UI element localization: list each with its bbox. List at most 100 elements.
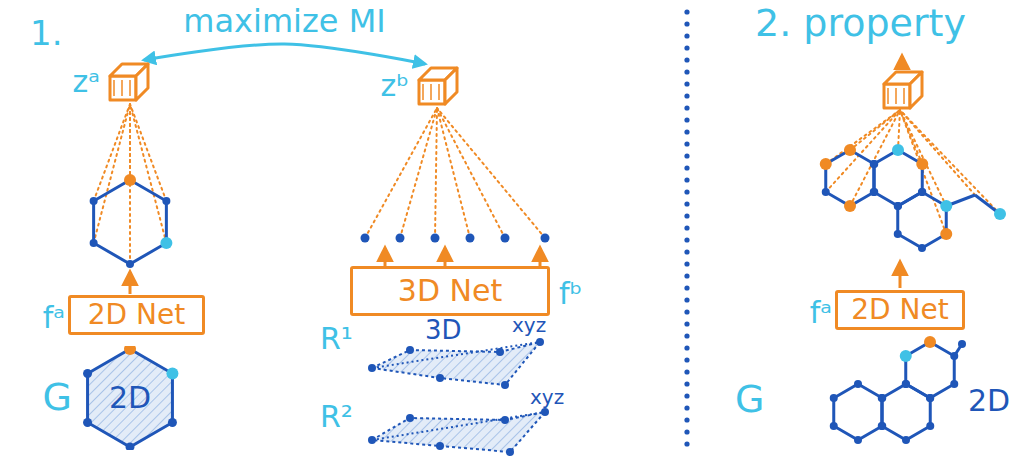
step-number: 1. (30, 14, 62, 53)
atom-dot (878, 394, 886, 402)
atom-dot (870, 188, 878, 196)
atom-dot (496, 348, 504, 356)
network-box: 3D Netfᵇ (350, 266, 550, 316)
molecule-graph (90, 104, 173, 294)
atom-dot (406, 346, 414, 354)
atom-dot (466, 234, 475, 243)
node-label: 2D Net (851, 294, 948, 326)
atom-dot (902, 380, 910, 388)
atom-dot (894, 202, 902, 210)
atom-dot (870, 188, 878, 196)
step-title: 2. property (755, 2, 966, 46)
atom-dot (900, 350, 912, 362)
atom-dot (501, 416, 509, 424)
up-arrow (129, 272, 132, 294)
conformer (368, 338, 544, 389)
atom-dot (844, 200, 856, 212)
atom-dot (820, 158, 832, 170)
atom-dot (950, 352, 958, 360)
atom-dot (958, 340, 966, 348)
atom-dot (368, 436, 376, 444)
graph-label: G (735, 378, 764, 422)
atom-dot (822, 188, 830, 196)
atom-dot (436, 374, 444, 382)
atom-dot (878, 422, 886, 430)
atom-dot (90, 197, 98, 205)
node-label: 2D Net (88, 299, 185, 331)
atom-dot (926, 394, 934, 402)
atom-dot (431, 234, 440, 243)
vector-bar (106, 62, 152, 102)
atom-dot (924, 336, 936, 348)
atom-dot (124, 346, 136, 355)
atom-dot (436, 442, 444, 450)
embedding-vector (884, 72, 922, 108)
input-graph: G2D (78, 346, 182, 450)
atom-dot (854, 436, 862, 444)
atom-dot (902, 436, 910, 444)
atom-dot (126, 260, 134, 268)
atom-dot (878, 394, 886, 402)
network-box: 2D Netfᵃ (68, 295, 205, 335)
symbol-label: fᵇ (559, 277, 582, 312)
atom-dot (926, 394, 934, 402)
atom-dot (90, 239, 98, 247)
molecule-graph (820, 56, 1006, 288)
molecule-graph (830, 336, 966, 444)
atom-dot (126, 443, 135, 451)
separator (684, 9, 689, 446)
edge-label: maximize MI (183, 3, 385, 40)
symbol-label: fᵃ (43, 301, 65, 336)
atom-dot (892, 144, 904, 156)
atom-dot (894, 202, 902, 210)
atom-dot (940, 200, 952, 212)
conformer-label: R² (320, 400, 353, 435)
mi-arrow (144, 44, 425, 64)
atom-dot (124, 174, 136, 186)
point-cloud (361, 108, 550, 266)
atom-dot (501, 234, 510, 243)
atom-dot (950, 380, 958, 388)
atom-dot (162, 197, 170, 205)
atom-dot (536, 338, 544, 346)
coordinate-label: xyz (530, 386, 564, 409)
atom-dot (994, 208, 1006, 220)
embedding-vector: zᵃ (106, 62, 152, 102)
coordinate-label: xyz (512, 314, 546, 337)
symbol-label: zᵃ (73, 65, 101, 100)
atom-dot (406, 414, 414, 422)
atom-dot (541, 234, 550, 243)
atom-dot (396, 234, 405, 243)
node-label: 2D (109, 381, 151, 416)
atom-dot (918, 188, 926, 196)
atom-dot (918, 188, 926, 196)
network-box: 2D Netfᵃ (835, 290, 965, 330)
vector-bar (415, 66, 461, 106)
atom-dot (916, 158, 928, 170)
conformer-label: R¹ (320, 322, 353, 357)
up-arrow (539, 248, 542, 266)
up-arrow (444, 248, 447, 266)
atom-dot (541, 408, 549, 416)
dimension-label: 2D (968, 384, 1010, 419)
up-arrow (901, 56, 904, 70)
atom-dot (918, 244, 926, 252)
up-arrow (899, 262, 902, 288)
atom-dot (854, 380, 862, 388)
atom-dot (506, 448, 514, 456)
atom-dot (368, 364, 376, 372)
atom-dot (83, 369, 92, 378)
atom-dot (830, 422, 838, 430)
atom-dot (870, 160, 878, 168)
atom-dot (902, 380, 910, 388)
atom-dot (926, 422, 934, 430)
atom-dot (501, 381, 509, 389)
dimension-label: 3D (425, 316, 462, 346)
symbol-label: zᵇ (380, 69, 409, 104)
atom-dot (940, 228, 952, 240)
symbol-label: fᵃ (810, 296, 832, 331)
atom-dot (844, 144, 856, 156)
symbol-label: G (43, 376, 72, 420)
embedding-vector: zᵇ (415, 66, 461, 106)
atom-dot (166, 368, 178, 380)
